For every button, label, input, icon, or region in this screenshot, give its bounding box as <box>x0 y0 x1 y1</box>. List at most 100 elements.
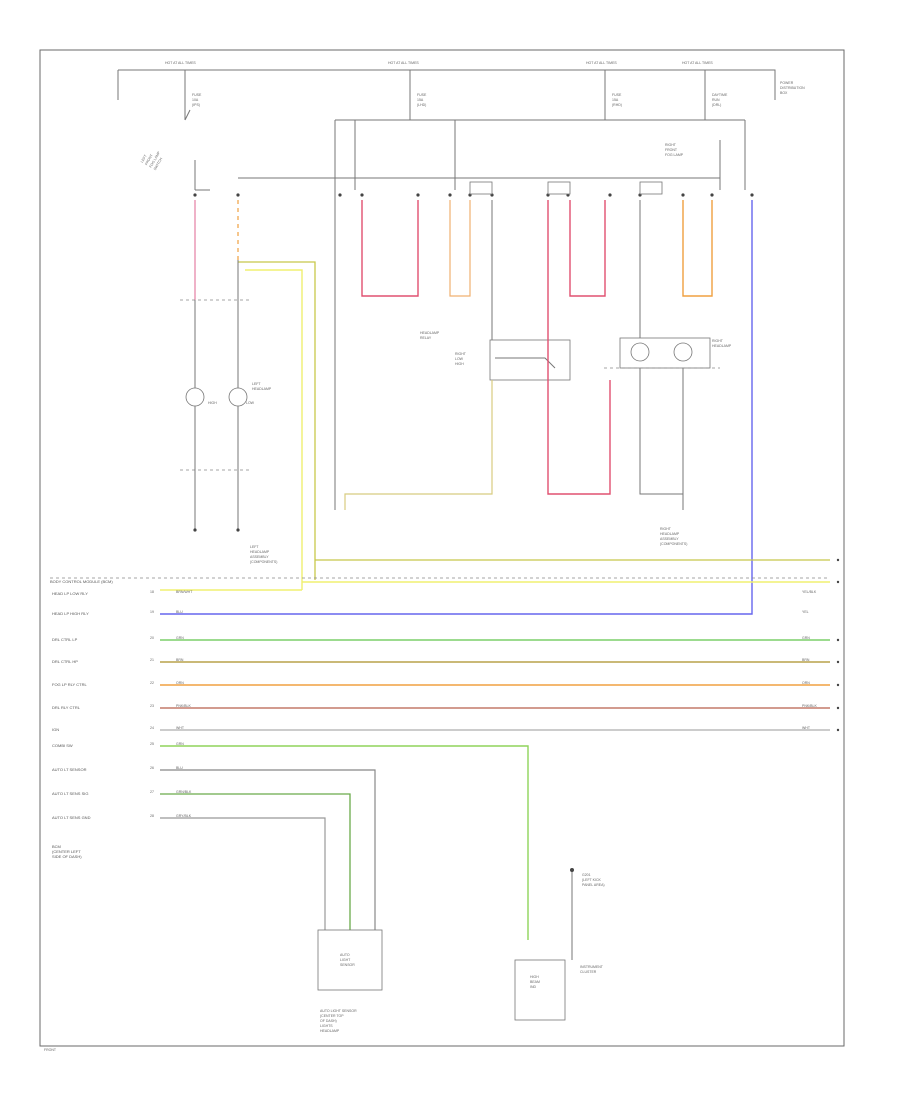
module-row-right-code: BRN <box>802 658 810 662</box>
svg-text:LEFT: LEFT <box>250 545 259 549</box>
left-ground-a <box>193 528 197 532</box>
right-headlamp-bulb-1 <box>630 342 650 362</box>
module-row-right-code: ORN <box>802 681 810 685</box>
svg-text:AUTO: AUTO <box>340 953 350 957</box>
red-relay-loop <box>547 200 611 495</box>
right-assembly-label: RIGHT HEADLAMP ASSEMBLY (COMPONENTS) <box>660 527 687 546</box>
svg-text:IND: IND <box>530 985 537 989</box>
module-row-label: HEAD LP LOW RLY <box>52 591 88 596</box>
olive-headlamp-wire <box>238 261 316 580</box>
svg-text:15A: 15A <box>417 98 424 102</box>
svg-text:FUSE: FUSE <box>417 93 427 97</box>
module-row-pin: 21 <box>150 658 154 662</box>
module-row-label: AUTO LT SENS SIG <box>52 791 88 796</box>
auto-light-sensor-text: AUTO LIGHT SENSOR <box>340 953 355 967</box>
module-row-right-code: PNK/BLK <box>802 704 817 708</box>
module-row-right-code: YEL/BLK <box>802 590 817 594</box>
module-row-pin: 25 <box>150 742 154 746</box>
red-loop-2 <box>569 200 606 297</box>
svg-text:(DRL): (DRL) <box>712 103 721 107</box>
svg-text:10A: 10A <box>192 98 199 102</box>
diagram-frame <box>39 49 845 1047</box>
left-ground-b <box>236 528 240 532</box>
fuse-4-label: DAYTIME RUN (DRL) <box>712 93 728 107</box>
module-row-label: DRL RLY CTRL <box>52 705 81 710</box>
orange-loop-1 <box>449 200 471 297</box>
svg-text:ASSEMBLY: ASSEMBLY <box>660 537 679 541</box>
tan-relay-wire <box>344 380 493 510</box>
module-row-pin: 24 <box>150 726 154 730</box>
module-row-right-code: WHT <box>802 726 811 730</box>
svg-text:HEADLAMP: HEADLAMP <box>660 532 680 536</box>
auto-light-sensor-box <box>317 929 383 991</box>
module-row-pin: 22 <box>150 681 154 685</box>
svg-text:RIGHT: RIGHT <box>712 339 724 343</box>
relay-center-label: HEADLAMP RELAY RIGHT LOW HIGH <box>420 331 467 366</box>
page-code: FRONT <box>44 1048 57 1052</box>
svg-text:BOX: BOX <box>780 91 788 95</box>
module-row-label: DRL CTRL HP <box>52 659 78 664</box>
svg-text:OF DASH): OF DASH) <box>320 1019 337 1023</box>
svg-text:LIGHTS: LIGHTS <box>320 1024 333 1028</box>
combi-sw-wire <box>160 745 529 940</box>
svg-text:(COMPONENTS): (COMPONENTS) <box>660 542 687 546</box>
upper-connector-row <box>193 193 754 197</box>
svg-text:ASSEMBLY: ASSEMBLY <box>250 555 269 559</box>
svg-text:15A: 15A <box>612 98 619 102</box>
svg-text:DISTRIBUTION: DISTRIBUTION <box>780 86 805 90</box>
svg-text:(LEFT KICK: (LEFT KICK <box>582 878 601 882</box>
fuse-1-label: FUSE 10A (IPS) <box>192 93 202 107</box>
module-row-pin: 23 <box>150 704 154 708</box>
svg-text:SENSOR: SENSOR <box>340 963 355 967</box>
svg-text:LIGHT: LIGHT <box>340 958 351 962</box>
module-row-label: AUTO LT SENSOR <box>52 767 87 772</box>
svg-text:HIGH: HIGH <box>455 362 464 366</box>
svg-text:FRONT: FRONT <box>665 148 678 152</box>
relay-bus-box-1 <box>469 181 493 195</box>
module-row-wire-code: GRN/BLK <box>176 790 192 794</box>
instrument-cluster-indicator: HIGH BEAM IND <box>530 975 540 989</box>
module-row-pin: 18 <box>150 590 154 594</box>
svg-text:FRONT: FRONT <box>144 153 154 166</box>
fuse-1-drop <box>184 70 191 121</box>
svg-text:HEADLAMP: HEADLAMP <box>712 344 732 348</box>
relay-bus-box-2 <box>547 181 571 195</box>
module-row-pin: 20 <box>150 636 154 640</box>
svg-text:FUSE: FUSE <box>192 93 202 97</box>
svg-text:(COMPONENTS): (COMPONENTS) <box>250 560 277 564</box>
left-headlamp-bulb-high <box>185 387 205 407</box>
module-title: BODY CONTROL MODULE (BCM) <box>50 579 113 584</box>
svg-text:HIGH: HIGH <box>530 975 539 979</box>
svg-text:RIGHT: RIGHT <box>455 352 467 356</box>
fuse-4-code: HOT AT ALL TIMES <box>682 61 713 65</box>
module-row-label: DRL CTRL LP <box>52 637 78 642</box>
module-row-right-code: YEL <box>802 610 809 614</box>
right-headlamp-bulb-2 <box>673 342 693 362</box>
svg-text:INSTRUMENT: INSTRUMENT <box>580 965 604 969</box>
top-right-note: POWER DISTRIBUTION BOX <box>780 81 805 95</box>
svg-text:DAYTIME: DAYTIME <box>712 93 728 97</box>
module-row-label: IGN <box>52 727 59 732</box>
right-headlamp-label: RIGHT HEADLAMP <box>712 339 732 348</box>
relay-bus-box-3 <box>639 181 663 195</box>
module-row-wire-code: BLU <box>176 610 183 614</box>
module-row-pin: 28 <box>150 814 154 818</box>
module-row-wire-code: PNK/BLK <box>176 704 191 708</box>
svg-text:(IPS): (IPS) <box>192 103 200 107</box>
svg-text:G201: G201 <box>582 873 591 877</box>
module-row-wire-code: BRN <box>176 658 184 662</box>
left-headlamp-wires <box>194 300 239 530</box>
blue-high-beam-wire <box>160 200 753 615</box>
fuse-3-label: FUSE 15A (RHD) <box>612 93 622 107</box>
svg-text:LOW: LOW <box>246 401 255 405</box>
svg-text:RUN: RUN <box>712 98 720 102</box>
module-row-pin: 26 <box>150 766 154 770</box>
svg-text:PANEL AREA): PANEL AREA) <box>582 883 605 887</box>
svg-text:(LHD): (LHD) <box>417 103 426 107</box>
module-row-pin: 19 <box>150 610 154 614</box>
power-bus-top <box>117 69 776 100</box>
svg-text:HEADLAMP: HEADLAMP <box>250 550 270 554</box>
instrument-cluster-label: INSTRUMENT CLUSTER <box>580 965 604 974</box>
